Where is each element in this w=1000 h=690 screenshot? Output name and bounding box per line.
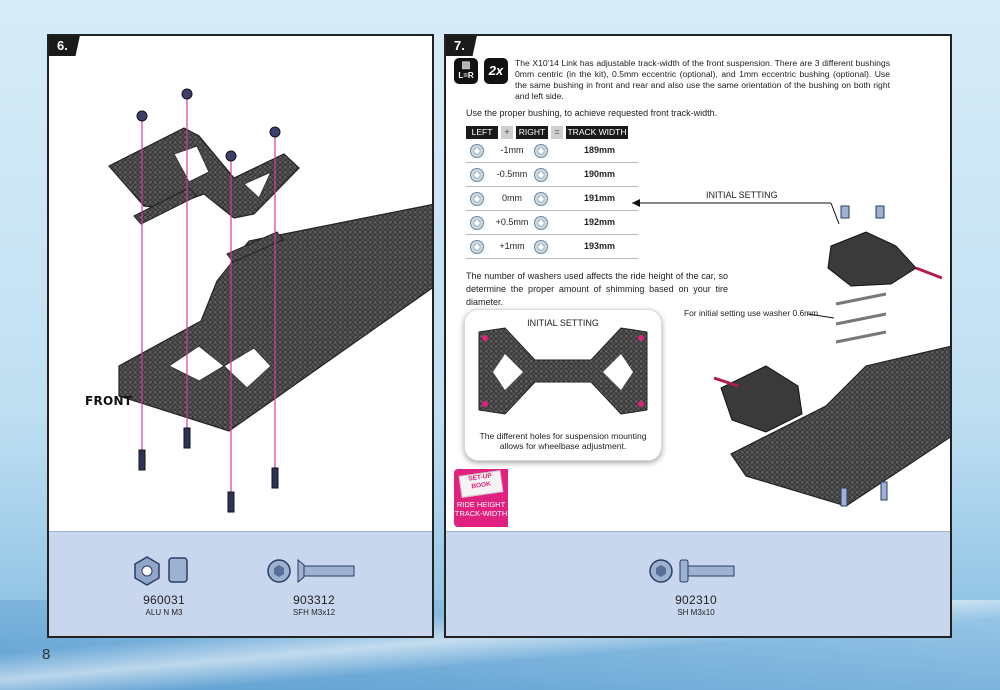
table-row: +0.5mm 192mm [466, 211, 638, 235]
initial-setting-card: INITIAL SETTING The different holes for … [464, 309, 662, 461]
washer-icon [534, 192, 548, 206]
part-903312: 903312 SFH M3x12 [264, 554, 364, 617]
sfh-screws [138, 427, 279, 513]
step-7-panel: 7. ▩ L=R 2x The X10'14 Link has adjustab… [444, 34, 952, 638]
suspension-block-lower [720, 365, 803, 433]
icon-lr-label: L=R [458, 71, 474, 80]
part-desc: SFH M3x12 [292, 608, 336, 617]
alu-nuts [136, 88, 281, 162]
header-track-width: TRACK WIDTH [566, 126, 628, 139]
row-offset: +1mm [499, 241, 525, 251]
step-7-parts-strip: 902310 SH M3x10 [446, 531, 950, 636]
setup-book-tag: SET-UP BOOK RIDE HEIGHT TRACK-WIDTH [454, 469, 508, 527]
chassis-plate [730, 345, 950, 507]
bushing-table: LEFT + RIGHT = TRACK WIDTH -1mm 189mm -0… [466, 126, 638, 259]
suspension-block-upper [827, 231, 917, 287]
part-code: 902310 [675, 593, 717, 607]
front-label: FRONT [85, 394, 133, 408]
page-number: 8 [42, 646, 51, 663]
initial-setting-label: INITIAL SETTING [706, 190, 778, 200]
alignment-lines [141, 98, 276, 498]
table-row: -1mm 189mm [466, 139, 638, 163]
setup-book-icon: SET-UP BOOK [458, 470, 504, 498]
header-left: LEFT [466, 126, 498, 139]
bushing-intro: Use the proper bushing, to achieve reque… [466, 108, 718, 118]
step-6-panel: 6. [47, 34, 434, 638]
washer-icon [534, 144, 548, 158]
bushing-table-header: LEFT + RIGHT = TRACK WIDTH [466, 126, 638, 139]
nut-icon [134, 556, 188, 586]
washer-icon [470, 168, 484, 182]
row-offset: +0.5mm [495, 217, 529, 227]
washer-icon [470, 144, 484, 158]
washer-icon [534, 216, 548, 230]
part-902310: 902310 SH M3x10 [646, 554, 746, 617]
washer-icon [470, 216, 484, 230]
row-offset: -1mm [500, 145, 524, 155]
header-right: RIGHT [516, 126, 548, 139]
part-code: 960031 [143, 593, 185, 607]
chassis-cutout [168, 345, 272, 389]
top-deck-plate-image [478, 327, 648, 415]
header-equals: = [551, 126, 563, 139]
quantity-2x-icon: 2x [484, 58, 508, 84]
washer-icon [534, 168, 548, 182]
part-960031: 960031 ALU N M3 [119, 554, 209, 617]
step-6-parts-strip: 960031 ALU N M3 903312 SFH M3x12 [49, 531, 432, 636]
part-code: 903312 [293, 593, 335, 607]
step-6-badge: 6. [49, 36, 80, 56]
washer-callout-line [807, 313, 835, 319]
washer-icon [470, 192, 484, 206]
setup-tag-line1: RIDE HEIGHT [456, 500, 506, 509]
table-row: +1mm 193mm [466, 235, 638, 259]
countersunk-screw-icon [267, 558, 355, 584]
card-title: INITIAL SETTING [527, 318, 599, 328]
row-offset: 0mm [502, 193, 522, 203]
washer-icon [534, 240, 548, 254]
row-width: 190mm [584, 169, 616, 179]
washer-note: The number of washers used affects the r… [466, 271, 728, 307]
part-desc: ALU N M3 [145, 608, 183, 617]
row-width: 189mm [584, 145, 616, 155]
step-7-intro: The X10'14 Link has adjustable track-wid… [515, 58, 890, 101]
step-7-diagram [632, 199, 950, 507]
left-equals-right-icon: ▩ L=R [454, 58, 478, 84]
table-row: -0.5mm 190mm [466, 163, 638, 187]
step-7-badge: 7. [446, 36, 477, 56]
socket-head-screw-icon [649, 559, 735, 583]
card-caption: The different holes for suspension mount… [479, 431, 647, 451]
header-plus: + [501, 126, 513, 139]
part-desc: SH M3x10 [677, 608, 715, 617]
shim-washers [835, 292, 887, 344]
washer-icon [470, 240, 484, 254]
row-width: 192mm [584, 217, 616, 227]
row-width: 191mm [584, 193, 616, 203]
setup-tag-line2: TRACK-WIDTH [454, 509, 508, 518]
screws [840, 205, 888, 507]
step-6-exploded-diagram [108, 88, 432, 513]
table-row: 0mm 191mm [466, 187, 638, 211]
row-width: 193mm [584, 241, 616, 251]
row-offset: -0.5mm [496, 169, 528, 179]
washer-callout: For initial setting use washer 0.6mm [684, 308, 819, 318]
link-plate-1 [133, 187, 198, 225]
